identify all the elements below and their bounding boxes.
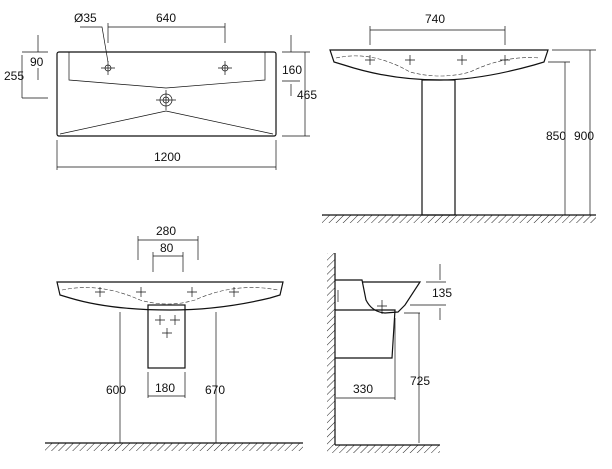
dim-850-label: 850 xyxy=(546,129,566,143)
basin-front xyxy=(56,281,284,311)
semi-pedestal-profile xyxy=(335,309,396,359)
dim-670-label: 670 xyxy=(205,383,225,397)
dim-90-label: 90 xyxy=(30,55,44,69)
dim-740-label: 740 xyxy=(425,12,445,26)
basin-outline xyxy=(56,51,277,137)
dim-280-label: 280 xyxy=(156,224,176,238)
dim-330-label: 330 xyxy=(353,382,373,396)
semipedestal-front-view: 280 80 600 180 670 xyxy=(45,224,303,451)
drain-icon xyxy=(156,90,176,110)
basin-profile xyxy=(335,279,422,314)
dim-180-label: 180 xyxy=(155,381,175,395)
pedestal-front-view: 740 850 900 xyxy=(322,12,596,223)
dim-160-label: 160 xyxy=(282,63,302,77)
tap-hole-icon xyxy=(101,61,115,75)
dim-725-label: 725 xyxy=(410,374,430,388)
basin-front xyxy=(329,49,549,81)
tap-spacing-label: 640 xyxy=(156,11,176,25)
dim-465-label: 465 xyxy=(297,88,317,102)
width-1200-label: 1200 xyxy=(154,150,181,164)
semi-pedestal xyxy=(147,304,186,369)
dim-255-label: 255 xyxy=(4,69,24,83)
dim-900-label: 900 xyxy=(574,129,594,143)
dim-80-label: 80 xyxy=(160,241,174,255)
dim-135-label: 135 xyxy=(432,286,452,300)
side-view: 135 725 330 xyxy=(327,253,452,453)
top-view: Ø35 640 90 255 160 465 1200 xyxy=(4,11,317,170)
basin-shelf xyxy=(68,52,266,89)
tap-hole-icon xyxy=(218,61,232,75)
dim-600-label: 600 xyxy=(106,383,126,397)
pedestal xyxy=(421,79,456,216)
hole-diameter-label: Ø35 xyxy=(74,11,97,25)
